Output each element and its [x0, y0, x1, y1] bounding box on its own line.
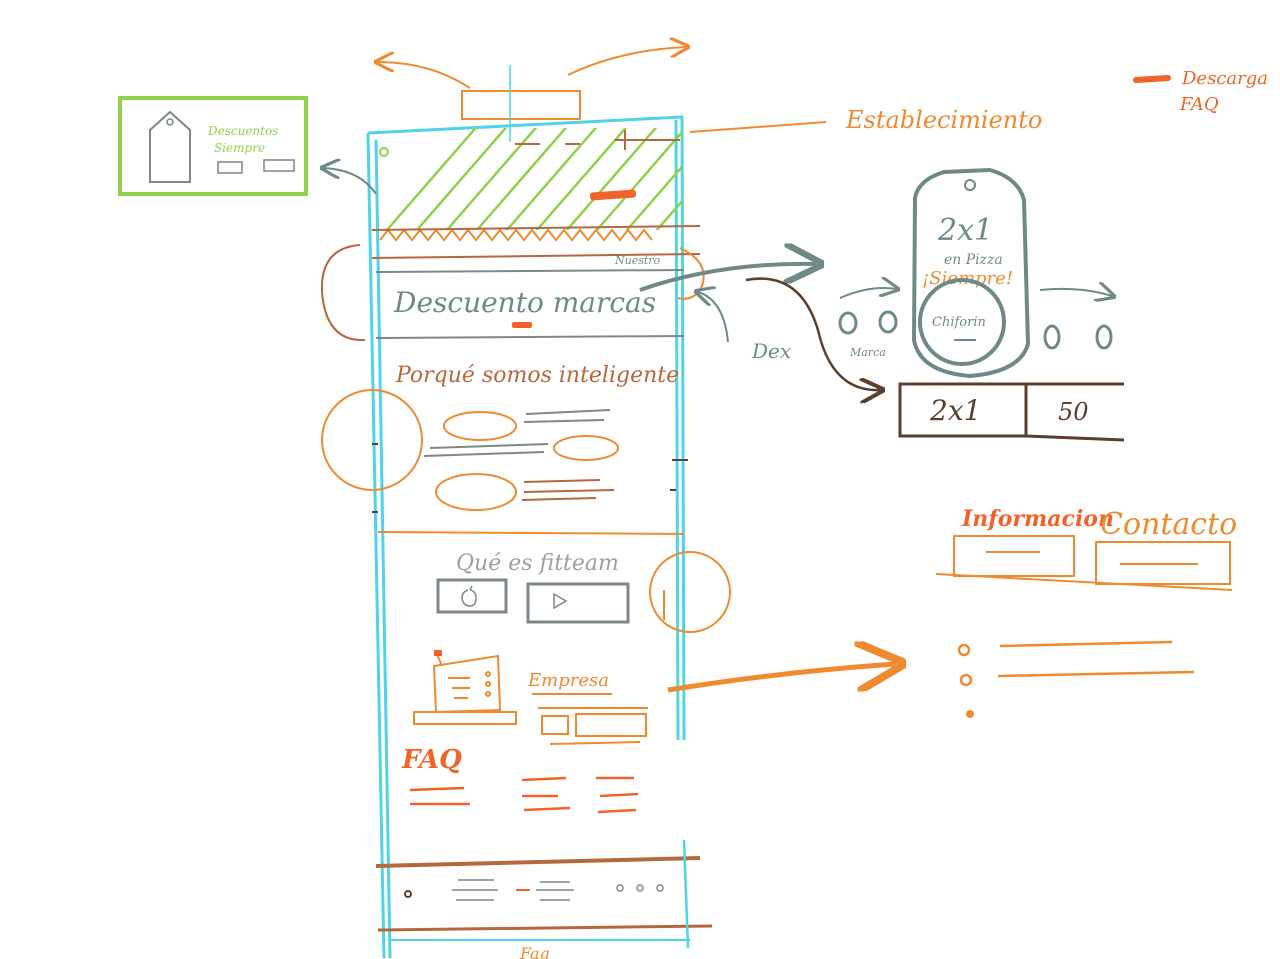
dex-label: Dex	[751, 339, 791, 363]
apple-icon	[461, 585, 477, 607]
descuento-marcas-title: Descuento marcas	[393, 286, 656, 319]
promo-marca: Marca	[849, 346, 886, 359]
descarga-label-line1: Descarga	[1181, 68, 1268, 89]
empresa-title: Empresa	[527, 670, 609, 691]
section-divider	[377, 531, 685, 535]
hero-zigzag	[379, 228, 653, 242]
porque-somos-title: Porqué somos inteligente	[395, 363, 679, 388]
scroll-ticks	[372, 443, 688, 513]
hero-banner	[371, 128, 701, 259]
top-scroll-arrows	[378, 47, 686, 89]
tab-50-label: 50	[1058, 398, 1089, 426]
que-es-title: Qué es fitteam	[456, 551, 619, 576]
descarga-marker	[1133, 75, 1171, 83]
footer: Faq	[375, 839, 713, 959]
promo-tabs: 2x1 50	[898, 382, 1125, 442]
card-button-left	[217, 161, 243, 174]
empresa-section: Empresa	[413, 650, 648, 745]
empresa-button-large[interactable]	[575, 713, 647, 737]
descarga-label-line2: FAQ	[1179, 94, 1219, 115]
dex-arrow	[698, 292, 729, 343]
app-store-buttons	[436, 578, 630, 624]
establecimiento-pointer	[689, 121, 827, 133]
descuento-marcas-band: Descuento marcas	[320, 244, 705, 342]
swipe-hint-circle	[649, 551, 731, 633]
promo-logo-circle	[918, 278, 1006, 366]
carousel-dots	[838, 310, 1113, 350]
nuestro-label: Nuestro	[614, 254, 661, 267]
promo-tag-card	[911, 167, 1031, 379]
informacion-tab[interactable]: Informacion	[961, 506, 1114, 532]
promo-carousel: 2x1 en Pizza ¡Siempre! Chiforin Marca	[838, 167, 1113, 379]
faq-title: FAQ	[401, 745, 462, 775]
tabs-arrow	[745, 277, 880, 390]
hero-nav-marks	[515, 130, 680, 150]
empresa-arrow	[667, 664, 896, 693]
features-list	[321, 389, 619, 511]
google-play-button[interactable]	[526, 582, 630, 624]
tag-icon	[149, 110, 191, 183]
header-bar	[461, 90, 581, 120]
feature-icon	[443, 411, 517, 441]
footer-social-icons	[616, 884, 664, 892]
promo-chiforin: Chiforin	[932, 315, 986, 330]
hero-cta-button[interactable]	[589, 189, 637, 201]
descuentos-label-line1: Descuentos	[207, 124, 278, 138]
discount-card-preview: Descuentos Siempre	[118, 96, 308, 196]
descuentos-label-line2: Siempre	[214, 141, 265, 155]
info-list	[957, 640, 1195, 718]
company-device-icon	[413, 650, 517, 725]
faq-lines	[409, 776, 639, 814]
apple-store-button[interactable]	[436, 578, 508, 614]
feature-icon	[553, 435, 619, 461]
establecimiento-label: Establecimiento	[845, 106, 1042, 134]
card-button-right	[263, 159, 295, 172]
play-icon	[553, 592, 568, 610]
footer-logo-icon	[404, 890, 412, 898]
tab-50[interactable]	[1025, 382, 1125, 442]
scroll-hint-circle	[321, 389, 423, 491]
empresa-button-small[interactable]	[541, 715, 569, 735]
feature-icon	[435, 473, 517, 511]
phone-frame	[366, 115, 686, 959]
card-connector-arrow	[324, 168, 377, 195]
promo-en-pizza: en Pizza	[944, 252, 1003, 268]
faq-bottom-label: Faq	[519, 944, 550, 959]
contacto-tab[interactable]: Contacto	[1100, 507, 1237, 542]
promo-arrow	[639, 264, 816, 292]
info-contact-tabs: Informacion Contacto	[935, 506, 1237, 591]
tab-2x1[interactable]	[898, 382, 1028, 438]
promo-2x1: 2x1	[937, 213, 993, 248]
tab-2x1-label: 2x1	[929, 394, 981, 427]
hero-dot-icon	[379, 147, 389, 157]
